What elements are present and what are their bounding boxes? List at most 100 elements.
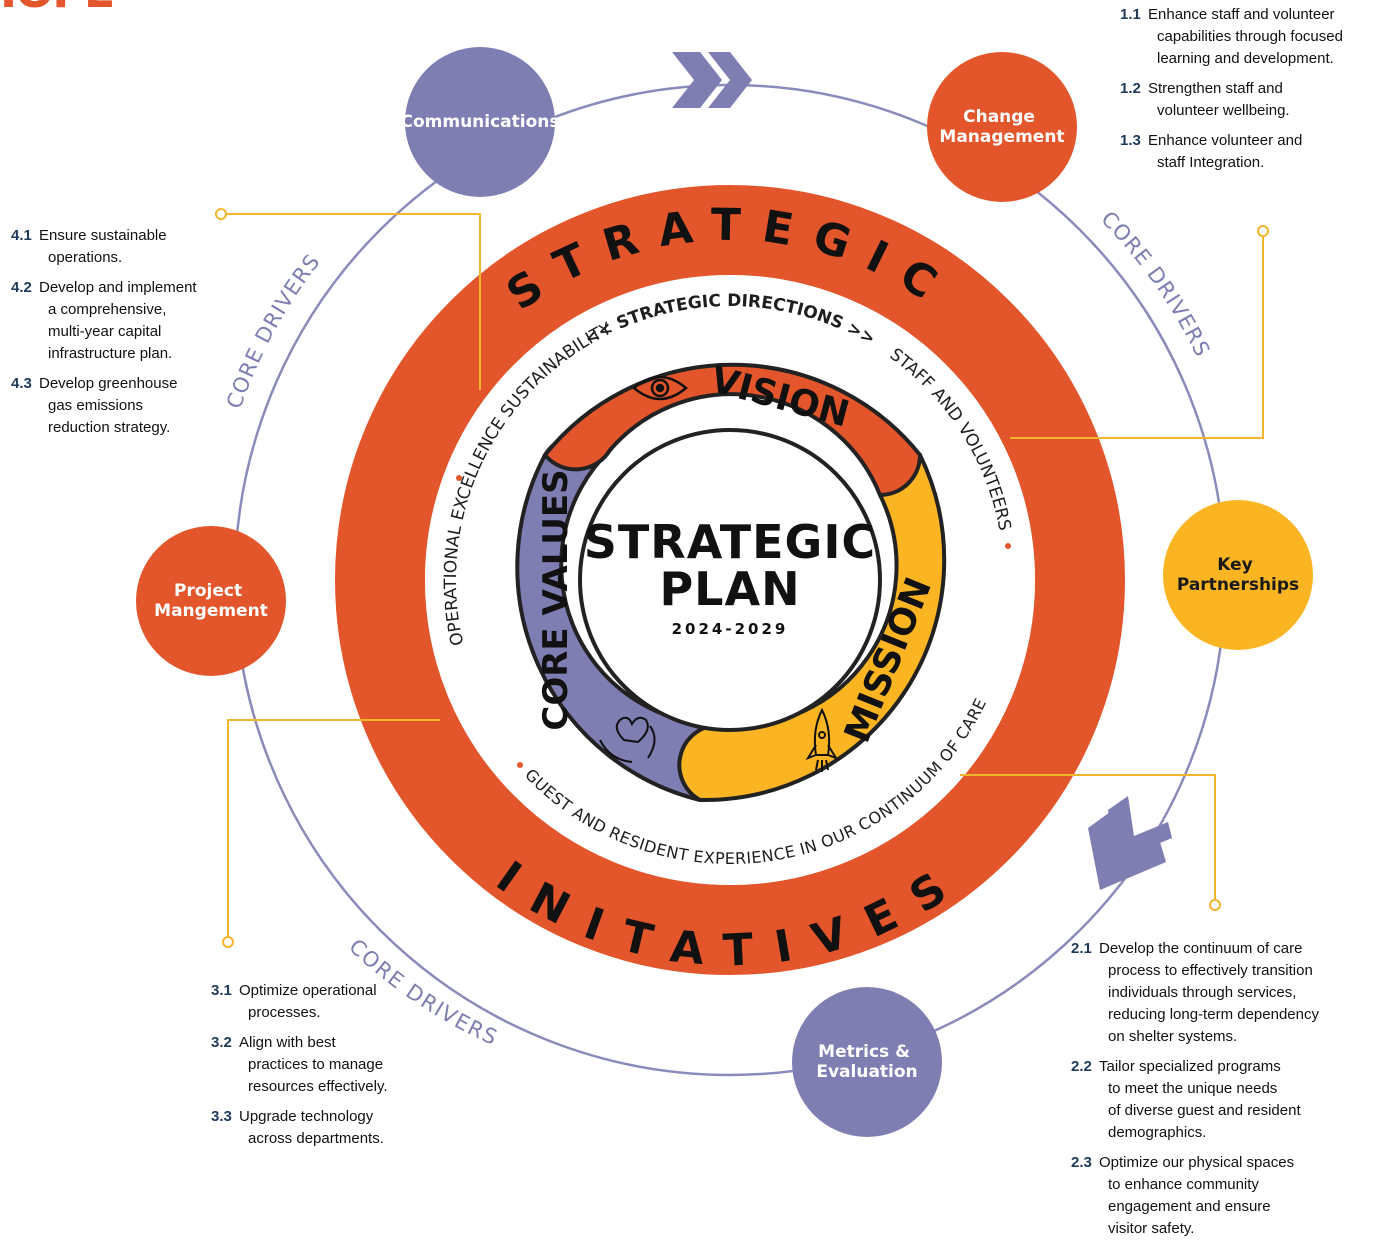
item-number: 2.1 — [1071, 940, 1092, 957]
key-partnerships-label-line2: Partnerships — [1177, 575, 1299, 595]
heart-hands-icon — [599, 716, 656, 763]
section-staff-volunteers: 1.1 Enhance staff and volunteer capabiliti… — [1120, 4, 1380, 182]
item-number: 2.2 — [1071, 1058, 1092, 1075]
item-text-line: Optimize operational — [239, 982, 377, 999]
item-text-line: Optimize our physical spaces — [1099, 1154, 1295, 1171]
metrics-evaluation-bubble: Metrics & Evaluation — [792, 987, 942, 1137]
section-guest-resident: 2.1 Develop the continuum of care process … — [1071, 938, 1376, 1248]
item-text-line: Upgrade technology — [239, 1108, 374, 1125]
eye-icon — [632, 375, 688, 401]
project-management-label-line2: Mangement — [154, 601, 268, 621]
communications-bubble: Communications — [400, 47, 560, 197]
item-number: 2.3 — [1071, 1154, 1092, 1171]
core-drivers-label: CORE DRIVERS — [1096, 207, 1213, 361]
change-management-label-line1: Change — [963, 107, 1035, 127]
connector-operational — [227, 719, 440, 942]
item-number: 1.1 — [1120, 6, 1141, 23]
item-text-line: Tailor specialized programs — [1099, 1058, 1281, 1075]
item-text-line: Enhance staff and volunteer — [1148, 6, 1335, 23]
item-number: 1.2 — [1120, 80, 1141, 97]
logo-fragment: IOPE — [0, 0, 115, 18]
vision-segment — [542, 362, 923, 498]
item-text-line: multi-year capital — [48, 323, 162, 340]
core-values-label: CORE VALUES — [536, 469, 576, 730]
svg-text:Key Partnerships: Key Partnerships — [1177, 555, 1299, 595]
item-text-line: across departments. — [248, 1130, 384, 1147]
item-number: 3.2 — [211, 1034, 232, 1051]
svg-text:CORE VALUES: CORE VALUES — [536, 469, 576, 730]
item-text-line: demographics. — [1108, 1124, 1207, 1141]
item-text-line: volunteer wellbeing. — [1157, 102, 1290, 119]
item-text-line: Enhance volunteer and — [1148, 132, 1303, 149]
item-text-line: infrastructure plan. — [48, 345, 173, 362]
list-item: 2.1 Develop the continuum of care process … — [1071, 938, 1376, 1048]
item-number: 4.2 — [11, 279, 32, 296]
list-item: 4.2 Develop and implement a comprehensive,… — [11, 277, 226, 365]
center-title-line1: STRATEGIC — [584, 515, 876, 569]
key-partnerships-label-line1: Key — [1217, 555, 1253, 575]
item-text-line: of diverse guest and resident — [1108, 1102, 1301, 1119]
mission-segment — [677, 452, 947, 803]
dot-separator — [456, 475, 462, 481]
item-text-line: Develop and implement — [39, 279, 197, 296]
item-text-line: engagement and ensure — [1108, 1198, 1271, 1215]
list-item: 1.2 Strengthen staff and volunteer wellbei… — [1120, 78, 1380, 122]
item-text-line: processes. — [248, 1004, 321, 1021]
item-text-line: Develop the continuum of care — [1099, 940, 1303, 957]
item-number: 3.3 — [211, 1108, 232, 1125]
item-text-line: learning and development. — [1157, 50, 1334, 67]
item-number: 3.1 — [211, 982, 232, 999]
dot-separator — [1005, 543, 1011, 549]
item-text-line: process to effectively transition — [1108, 962, 1313, 979]
item-text-line: staff Integration. — [1157, 154, 1265, 171]
list-item: 2.2 Tailor specialized programs to meet th… — [1071, 1056, 1376, 1144]
strategic-initiatives-ring — [335, 185, 1125, 975]
metrics-evaluation-label-line2: Evaluation — [816, 1062, 917, 1082]
item-text-line: resources effectively. — [248, 1078, 388, 1095]
svg-text:CORE DRIVERS: CORE DRIVERS — [1096, 207, 1214, 361]
item-number: 4.1 — [11, 227, 32, 244]
list-item: 1.1 Enhance staff and volunteer capabiliti… — [1120, 4, 1380, 70]
svg-text:Communications: Communications — [400, 112, 559, 132]
svg-text:Project Mangement: Project Mangement — [154, 581, 268, 621]
item-text-line: on shelter systems. — [1108, 1028, 1238, 1045]
change-management-bubble: Change Management — [927, 52, 1077, 202]
item-text-line: gas emissions — [48, 397, 144, 414]
key-partnerships-bubble: Key Partnerships — [1163, 500, 1313, 650]
svg-text:2024-2029: 2024-2029 — [672, 620, 789, 638]
svg-text:STRATEGIC: STRATEGIC — [584, 515, 876, 569]
item-number: 1.3 — [1120, 132, 1141, 149]
center-circle — [578, 428, 882, 732]
connector-sustainability — [221, 213, 481, 390]
dot-separator — [517, 762, 523, 768]
list-item: 3.1 Optimize operational processes. — [211, 980, 431, 1024]
communications-label: Communications — [400, 112, 559, 132]
inner-ring — [515, 362, 947, 803]
item-text-line: capabilities through focused — [1157, 28, 1343, 45]
item-text-line: a comprehensive, — [48, 301, 167, 318]
connector-lines — [215, 208, 1269, 948]
item-text-line: to meet the unique needs — [1108, 1080, 1278, 1097]
rocket-icon — [805, 707, 839, 772]
project-management-label-line1: Project — [174, 581, 242, 601]
connector-staff — [1010, 231, 1264, 439]
item-text-line: Ensure sustainable — [39, 227, 167, 244]
item-text-line: visitor safety. — [1108, 1220, 1195, 1237]
svg-text:PLAN: PLAN — [659, 562, 800, 616]
metrics-evaluation-label-line1: Metrics & — [818, 1042, 910, 1062]
project-management-bubble: Project Mangement — [136, 526, 286, 676]
item-text-line: reduction strategy. — [48, 419, 171, 436]
item-text-line: Strengthen staff and — [1148, 80, 1283, 97]
item-text-line: reducing long-term dependency — [1108, 1006, 1319, 1023]
center-years: 2024-2029 — [672, 620, 789, 638]
connector-guest — [960, 774, 1216, 905]
list-item: 1.3 Enhance volunteer and staff Integratio… — [1120, 130, 1380, 174]
list-item: 3.3 Upgrade technology across departments. — [211, 1106, 431, 1150]
center-title-line2: PLAN — [659, 562, 800, 616]
